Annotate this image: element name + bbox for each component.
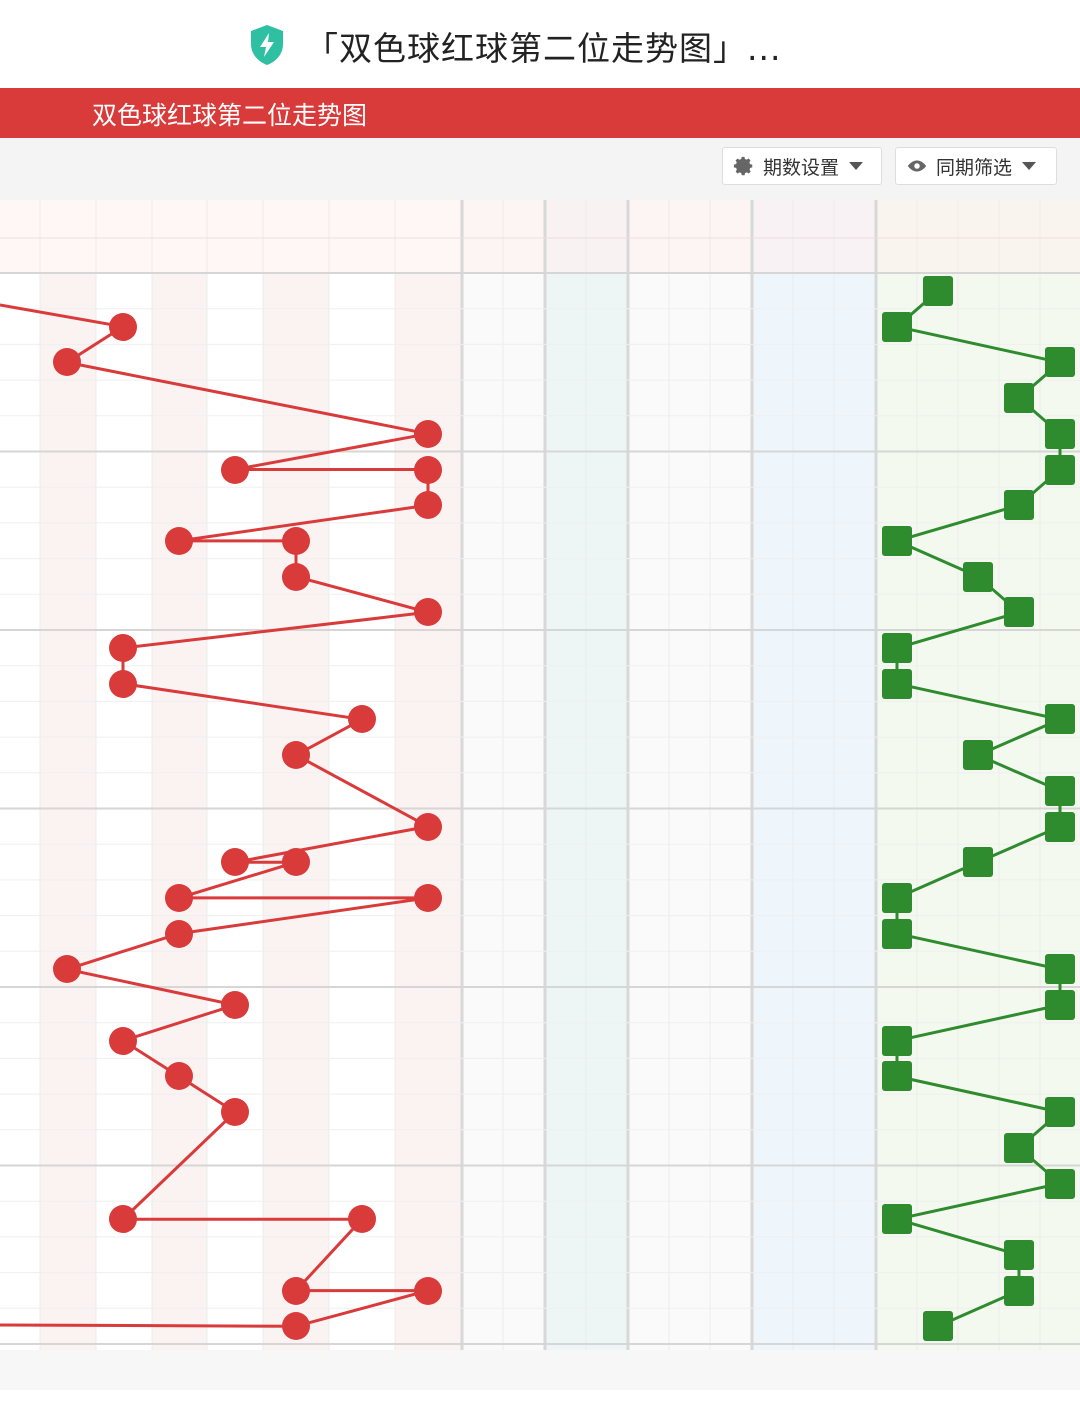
red-ball xyxy=(165,883,193,912)
wuxing-mark xyxy=(1045,454,1075,485)
footer-stat-button[interactable] xyxy=(41,1355,93,1383)
footer-stat-button[interactable] xyxy=(919,1355,957,1383)
footer-stat-button[interactable] xyxy=(153,1355,205,1383)
footer-stat-button[interactable] xyxy=(1041,1355,1079,1383)
red-ball xyxy=(53,955,81,984)
chevron-down-icon xyxy=(849,162,864,170)
wuxing-mark xyxy=(1045,1097,1075,1128)
red-ball xyxy=(109,634,137,662)
footer-stat-button[interactable] xyxy=(464,1355,502,1383)
red-ball xyxy=(109,312,137,341)
red-ball xyxy=(414,1276,442,1305)
wuxing-mark xyxy=(963,561,993,592)
wuxing-mark xyxy=(923,276,953,306)
eye-icon xyxy=(907,160,927,172)
wuxing-mark xyxy=(882,1061,912,1092)
wuxing-mark xyxy=(882,633,912,663)
shield-bolt-icon xyxy=(251,25,283,65)
red-ball xyxy=(414,598,442,627)
wuxing-mark xyxy=(963,740,993,771)
wuxing-mark xyxy=(1045,347,1075,378)
footer-stat-button[interactable] xyxy=(836,1355,874,1383)
footer-stat-button[interactable] xyxy=(795,1355,833,1383)
red-ball xyxy=(282,562,310,591)
footer-stat-button[interactable] xyxy=(547,1355,585,1383)
red-ball xyxy=(414,455,442,484)
footer-stat-button[interactable] xyxy=(0,1355,38,1383)
page-title: 「双色球红球第二位走势图」... xyxy=(305,29,782,68)
wuxing-mark xyxy=(1004,1239,1034,1270)
wuxing-mark xyxy=(1045,1168,1075,1199)
wuxing-mark xyxy=(882,1204,912,1235)
wuxing-mark xyxy=(882,668,912,699)
wuxing-mark xyxy=(1004,597,1034,628)
red-ball xyxy=(221,848,249,877)
red-ball xyxy=(165,919,193,948)
period-settings-label: 期数设置 xyxy=(763,156,840,179)
footer-stat-button[interactable] xyxy=(878,1355,916,1383)
red-ball xyxy=(348,1205,376,1234)
wuxing-mark xyxy=(882,882,912,913)
toolbar: 期数设置 同期筛选 xyxy=(0,138,1080,200)
red-ball xyxy=(221,455,249,484)
red-ball xyxy=(414,883,442,912)
wuxing-mark xyxy=(1004,1132,1034,1163)
red-ball xyxy=(282,526,310,555)
wuxing-mark xyxy=(963,847,993,878)
wuxing-mark xyxy=(1045,775,1075,806)
footer-stat-button[interactable] xyxy=(754,1355,792,1383)
footer-stat-button[interactable] xyxy=(505,1355,543,1383)
red-ball xyxy=(282,1312,310,1341)
app-topbar: 「双色球红球第二位走势图」... xyxy=(0,0,1080,88)
period-settings-button[interactable]: 期数设置 xyxy=(722,147,882,185)
wuxing-mark xyxy=(1045,990,1075,1020)
wuxing-mark xyxy=(882,311,912,342)
red-ball xyxy=(109,1026,137,1055)
same-period-filter-button[interactable]: 同期筛选 xyxy=(895,147,1057,185)
wuxing-mark xyxy=(1045,811,1075,842)
wuxing-mark xyxy=(1045,704,1075,735)
red-ball xyxy=(221,991,249,1019)
chevron-down-icon xyxy=(1022,162,1037,170)
red-ball xyxy=(53,348,81,377)
same-period-filter-label: 同期筛选 xyxy=(936,156,1013,179)
wuxing-mark xyxy=(1004,490,1034,521)
red-ball xyxy=(221,1098,249,1127)
footer-stat-button[interactable] xyxy=(588,1355,626,1383)
footer-stat-button[interactable] xyxy=(209,1355,261,1383)
red-ball xyxy=(165,526,193,555)
footer-stat-button[interactable] xyxy=(671,1355,709,1383)
wuxing-mark xyxy=(1004,383,1034,414)
footer-stat-button[interactable] xyxy=(97,1355,149,1383)
chart-title: 双色球红球第二位走势图 xyxy=(92,101,368,130)
gear-icon xyxy=(733,156,753,176)
footer-stat-button[interactable] xyxy=(959,1355,997,1383)
footer-stat-button[interactable] xyxy=(331,1355,393,1383)
wuxing-mark xyxy=(882,1025,912,1056)
red-ball xyxy=(414,812,442,841)
footer-stat-button[interactable] xyxy=(397,1355,459,1383)
red-ball xyxy=(282,848,310,877)
red-ball xyxy=(414,419,442,448)
red-ball xyxy=(348,705,376,734)
wuxing-mark xyxy=(882,525,912,556)
red-ball xyxy=(282,1276,310,1305)
red-ball xyxy=(414,491,442,520)
wuxing-mark xyxy=(1004,1275,1034,1306)
red-ball xyxy=(165,1062,193,1091)
red-ball xyxy=(282,741,310,770)
red-ball xyxy=(109,669,137,698)
footer-stat-button[interactable] xyxy=(630,1355,668,1383)
red-ball xyxy=(109,1205,137,1234)
wuxing-mark xyxy=(882,918,912,949)
chart-header-bar: 双色球红球第二位走势图 xyxy=(0,88,1080,138)
footer-stat-button[interactable] xyxy=(265,1355,327,1383)
footer-stat-button[interactable] xyxy=(712,1355,750,1383)
wuxing-mark xyxy=(923,1311,953,1342)
wuxing-mark xyxy=(1045,954,1075,985)
footer-stat-button[interactable] xyxy=(1000,1355,1038,1383)
wuxing-mark xyxy=(1045,418,1075,449)
